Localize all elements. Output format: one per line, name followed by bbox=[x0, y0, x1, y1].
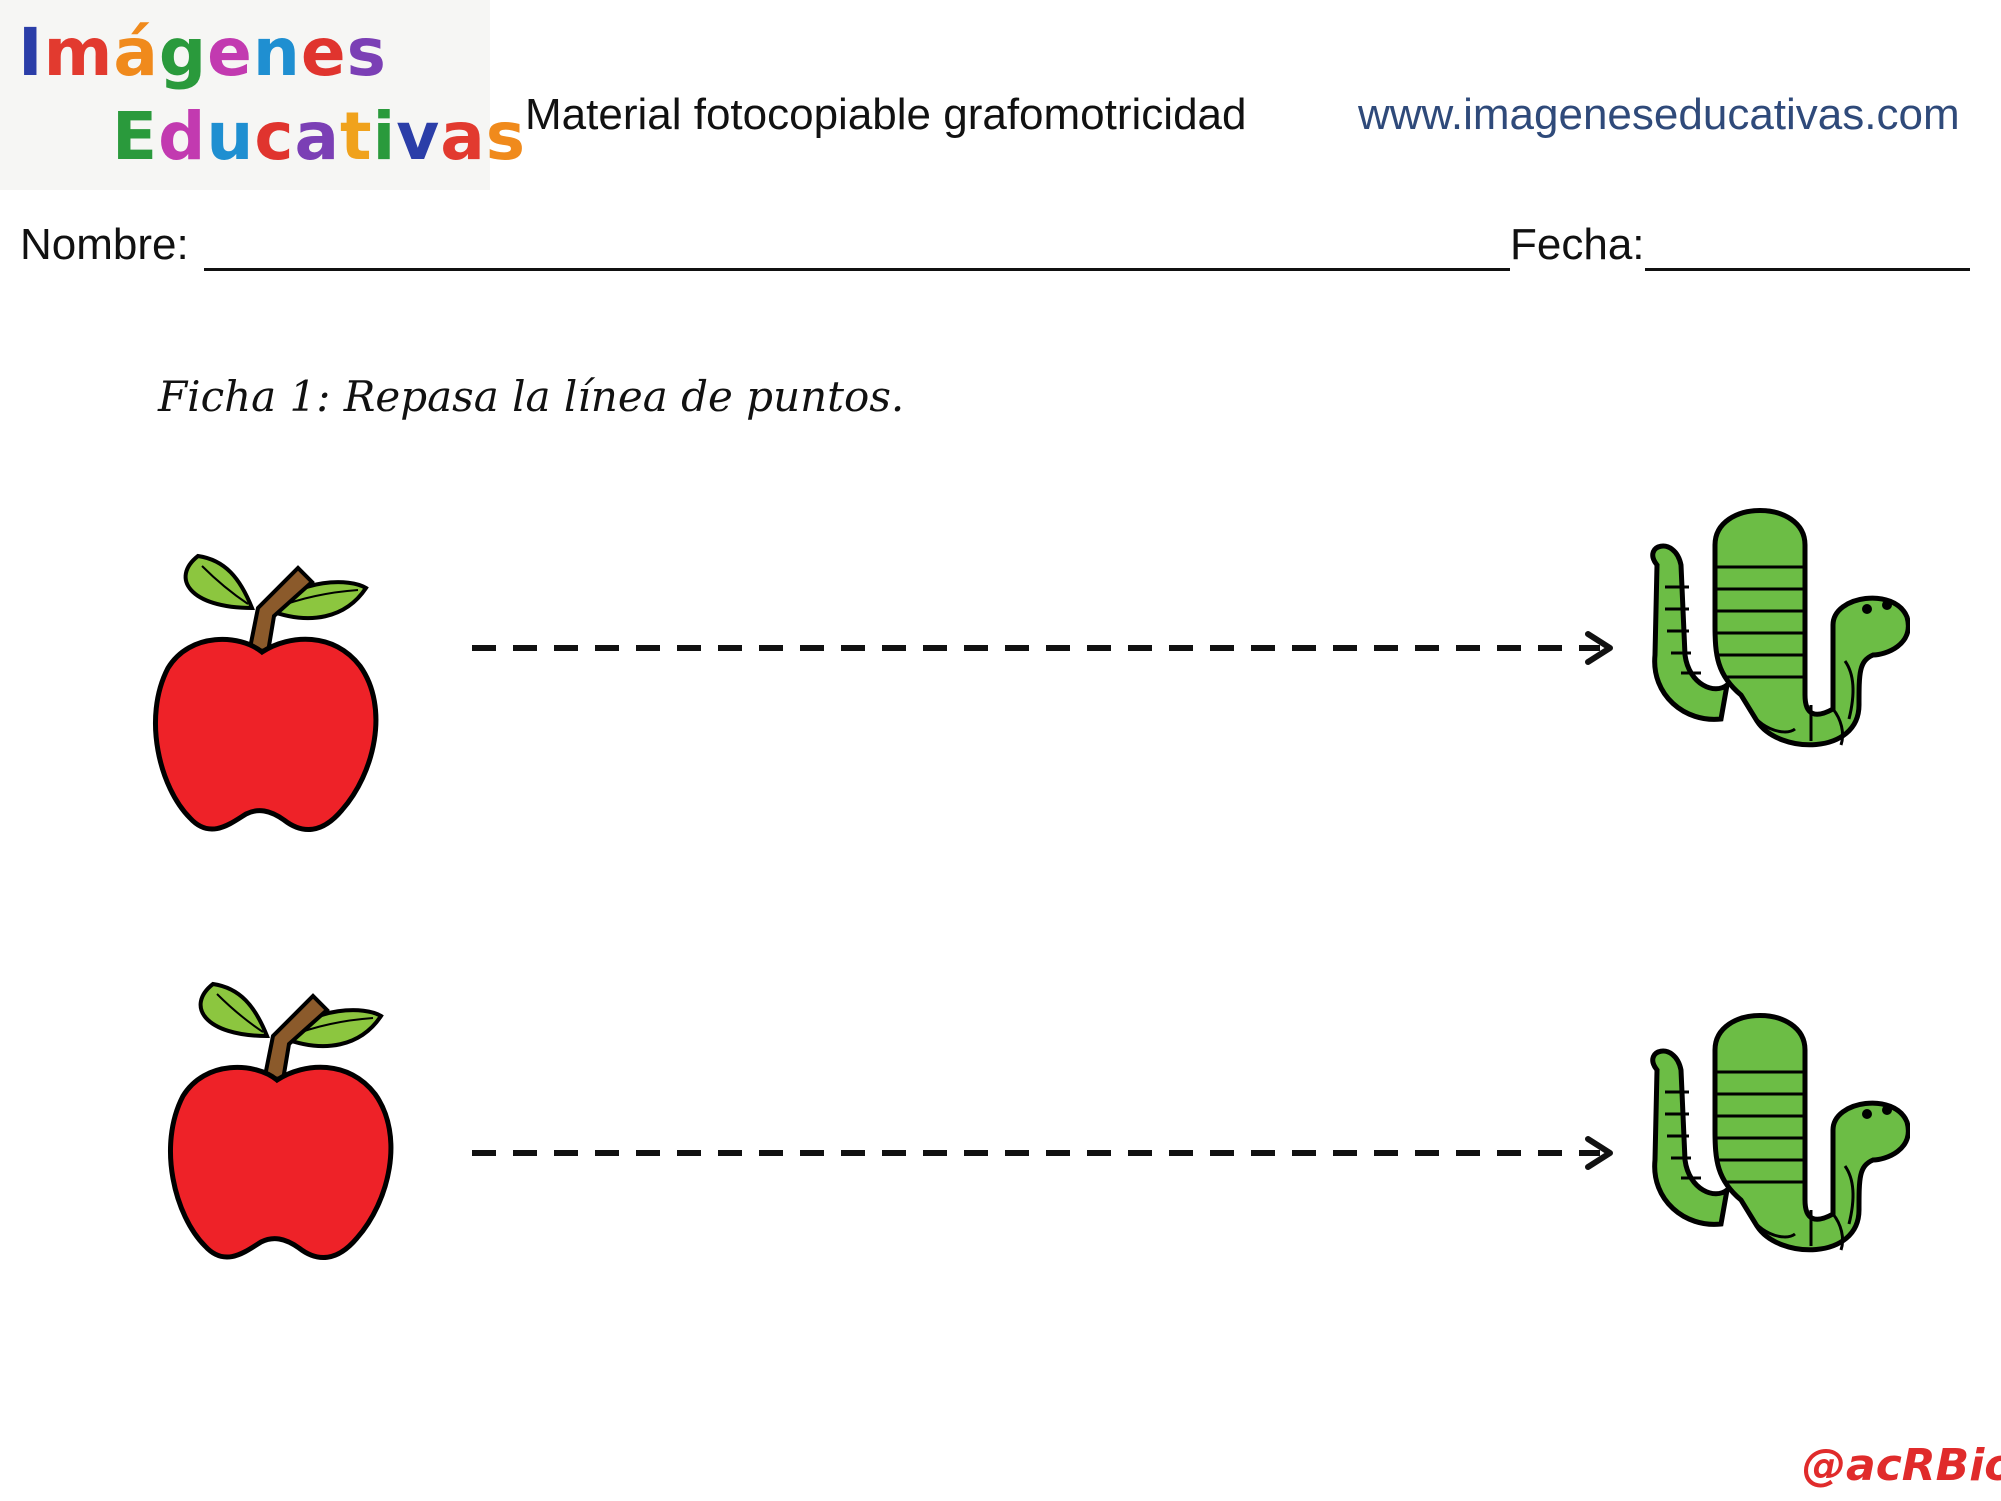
logo-letter: I bbox=[18, 14, 44, 91]
apple-body bbox=[168, 1064, 394, 1260]
worm-tail bbox=[1650, 543, 1731, 722]
logo-letter: E bbox=[112, 98, 159, 175]
name-label: Nombre: bbox=[20, 220, 189, 269]
logo-text-line2: Educativas bbox=[112, 98, 526, 175]
logo-letter: s bbox=[485, 98, 527, 175]
apple-leaf-left bbox=[198, 981, 270, 1039]
logo-letter: a bbox=[294, 98, 341, 175]
logo-letter: t bbox=[340, 98, 373, 175]
author-signature: @acRBio bbox=[1802, 1440, 2001, 1491]
date-label: Fecha: bbox=[1510, 220, 1645, 269]
arrow-head-icon bbox=[1585, 1136, 1613, 1170]
apple-body bbox=[153, 636, 379, 832]
arrow-head-icon bbox=[1585, 631, 1613, 665]
logo-letter: u bbox=[206, 98, 255, 175]
apple-icon bbox=[168, 981, 394, 1260]
logo-letter: c bbox=[254, 98, 295, 175]
worm-tail bbox=[1650, 1048, 1731, 1227]
website-link[interactable]: www.imageneseducativas.com bbox=[1358, 90, 1960, 139]
apple-leaf-left bbox=[183, 553, 255, 611]
logo-letter: d bbox=[158, 98, 207, 175]
logo-letter: s bbox=[346, 14, 387, 91]
worm-body bbox=[1712, 508, 1910, 748]
instruction-text: Ficha 1: Repasa la línea de puntos. bbox=[158, 372, 905, 421]
worm-body bbox=[1712, 1013, 1910, 1253]
logo-letter: i bbox=[372, 98, 397, 175]
logo-letter: v bbox=[396, 98, 441, 175]
header-title: Material fotocopiable grafomotricidad bbox=[525, 90, 1247, 139]
trace-line-2[interactable] bbox=[470, 1133, 1620, 1173]
name-write-line[interactable] bbox=[204, 268, 1510, 271]
trace-line-1[interactable] bbox=[470, 628, 1620, 668]
logo-letter: g bbox=[158, 14, 208, 91]
logo-text-line1: Imágenes bbox=[18, 14, 387, 91]
worm-icon bbox=[1650, 508, 1910, 748]
logo: Imágenes Educativas bbox=[0, 0, 525, 190]
logo-letter: m bbox=[43, 14, 114, 91]
logo-letter: e bbox=[207, 14, 253, 91]
logo-letter: á bbox=[113, 14, 159, 91]
logo-letter: n bbox=[252, 14, 301, 91]
logo-letter: e bbox=[300, 14, 347, 91]
worm-icon bbox=[1650, 1013, 1910, 1253]
logo-letter: a bbox=[440, 98, 486, 175]
date-write-line[interactable] bbox=[1645, 268, 1970, 271]
apple-icon bbox=[153, 553, 379, 832]
